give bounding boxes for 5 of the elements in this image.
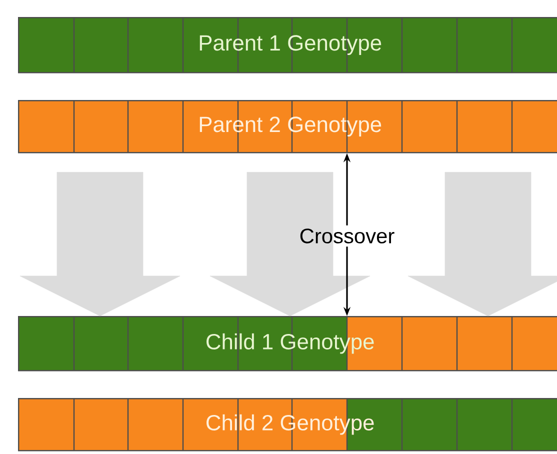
block-arrow bbox=[20, 172, 180, 316]
genotype-bar: Parent 1 Genotype bbox=[18, 17, 557, 74]
block-arrow bbox=[210, 172, 370, 316]
block-arrow bbox=[408, 172, 557, 316]
crossover-label: Crossover bbox=[300, 228, 394, 244]
